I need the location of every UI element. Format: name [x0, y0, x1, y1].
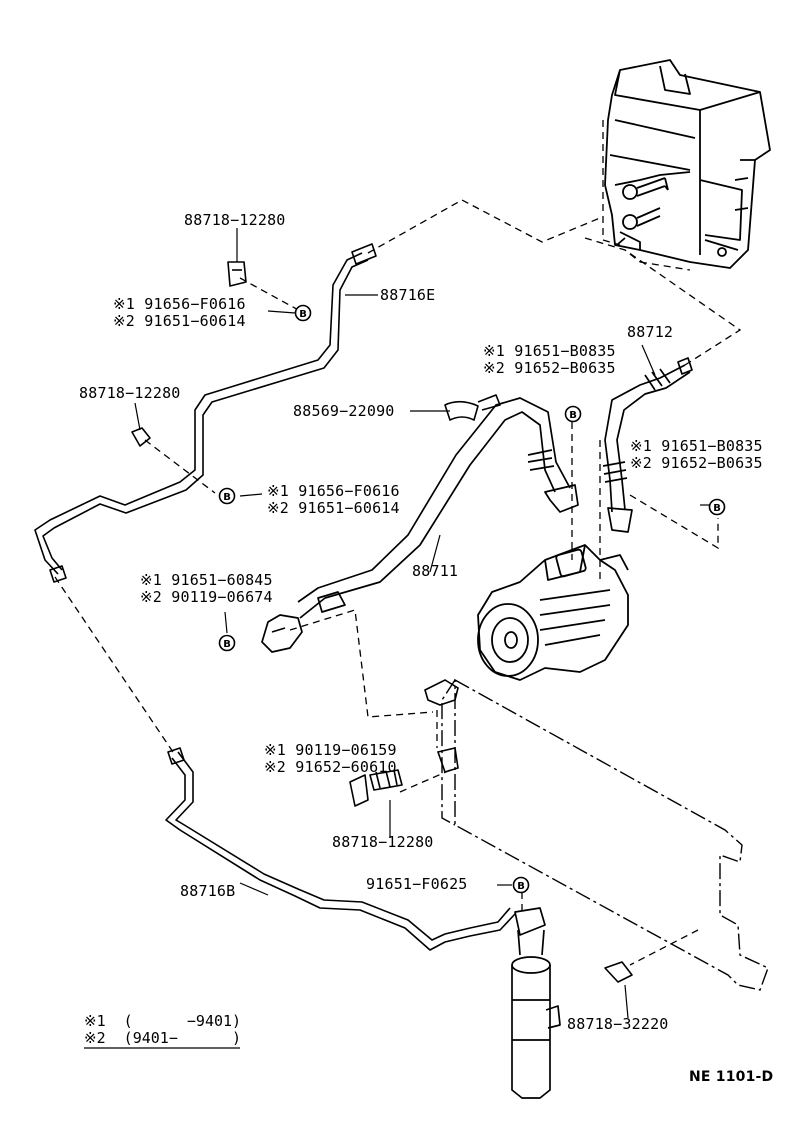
label-note2-91651-60614-top: ※2 91651−60614	[113, 312, 246, 330]
tube-88716E	[34, 243, 377, 583]
label-91651-F0625: 91651−F0625	[366, 875, 468, 893]
bolt-marker-letters: B B B B B B	[223, 309, 721, 892]
label-88712: 88712	[627, 323, 674, 341]
leader-lines	[54, 199, 742, 966]
bolt-marker-letter: B	[223, 492, 231, 503]
bolt-marker-letter: B	[517, 881, 525, 892]
label-88718-12280-bottom: 88718−12280	[332, 833, 434, 851]
bolt-marker-letter: B	[299, 309, 307, 320]
drawing-code: NE 1101-D	[689, 1069, 774, 1085]
label-88716E: 88716E	[380, 286, 436, 304]
label-88711: 88711	[412, 562, 459, 580]
hose-88712	[602, 357, 693, 533]
label-note1-91651-B0835-right: ※1 91651−B0835	[630, 437, 763, 455]
evaporator-unit	[604, 59, 771, 269]
bolt-marker-letter: B	[569, 410, 577, 421]
small-fittings	[131, 261, 633, 983]
label-note2-91652-B0635-right: ※2 91652−B0635	[630, 454, 763, 472]
label-note2-91652-B0635-top: ※2 91652−B0635	[483, 359, 616, 377]
label-88718-12280-top: 88718−12280	[184, 211, 286, 229]
condenser	[441, 678, 769, 991]
condenser-fitting	[424, 679, 459, 773]
label-note2-91652-60610: ※2 91652−60610	[264, 758, 397, 776]
label-note1-91651-B0835-top: ※1 91651−B0835	[483, 342, 616, 360]
tube-88716B	[165, 747, 516, 951]
receiver-dryer	[511, 907, 561, 1099]
label-note2-91651-60614-mid: ※2 91651−60614	[267, 499, 400, 517]
legend-row-1: ※1 ( −9401)	[84, 1012, 242, 1030]
label-note1-91651-60845: ※1 91651−60845	[140, 571, 273, 589]
label-note1-90119-06159: ※1 90119−06159	[264, 741, 397, 759]
label-88718-12280-left: 88718−12280	[79, 384, 181, 402]
label-88569-22090: 88569−22090	[293, 402, 395, 420]
label-leaders	[134, 228, 710, 1019]
compressor	[477, 544, 629, 681]
label-note1-91656-F0616-mid: ※1 91656−F0616	[267, 482, 400, 500]
label-note2-90119-06674: ※2 90119−06674	[140, 588, 273, 606]
hose-88711	[261, 397, 579, 653]
label-note1-91656-F0616-top: ※1 91656−F0616	[113, 295, 246, 313]
bolt-marker-letter: B	[713, 503, 721, 514]
legend-row-2: ※2 (9401− )	[84, 1029, 242, 1047]
label-88716B: 88716B	[180, 882, 236, 900]
bolt-marker-letter: B	[223, 639, 231, 650]
label-88718-32220: 88718−32220	[567, 1015, 669, 1033]
